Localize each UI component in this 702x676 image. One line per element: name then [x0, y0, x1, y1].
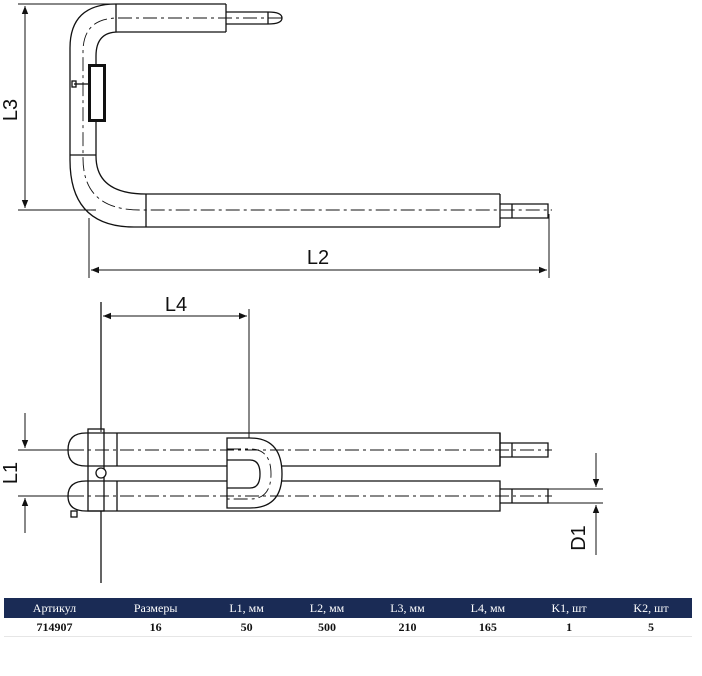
table-header-row: Артикул Размеры L1, мм L2, мм L3, мм L4,… [4, 598, 692, 618]
top-view-heating-element [69, 3, 552, 228]
centerline [82, 17, 552, 211]
dimension-d1 [502, 453, 603, 555]
technical-drawing: L3 L2 L4 [0, 3, 603, 583]
specification-table: Артикул Размеры L1, мм L2, мм L3, мм L4,… [4, 598, 692, 637]
bottom-pin [500, 203, 549, 219]
dimension-l2 [88, 214, 550, 278]
cell-l2: 500 [286, 618, 368, 637]
dimension-label-l1: L1 [0, 462, 22, 484]
upper-tube [67, 432, 501, 467]
cell-l4: 165 [447, 618, 529, 637]
cell-l3: 210 [367, 618, 448, 637]
tube-outline-outer [69, 3, 500, 228]
tube-outline-inner [95, 31, 500, 195]
dimension-label-l2: L2 [307, 247, 329, 269]
dimension-label-l3: L3 [0, 99, 22, 121]
column-header-l2: L2, мм [286, 598, 368, 618]
column-header-k2: K2, шт [610, 598, 692, 618]
column-header-size: Размеры [104, 598, 207, 618]
dimension-l1 [18, 413, 70, 533]
column-header-l4: L4, мм [447, 598, 529, 618]
u-bend-inner [227, 459, 261, 489]
u-bend-outer [226, 437, 283, 509]
dimension-label-l4: L4 [165, 294, 187, 316]
side-view-heating-element [67, 302, 552, 583]
table-row: 714907 16 50 500 210 165 1 5 [4, 618, 692, 637]
dimension-l4 [100, 309, 250, 438]
column-header-article: Артикул [4, 598, 105, 618]
column-header-l3: L3, мм [367, 598, 448, 618]
cell-k1: 1 [528, 618, 611, 637]
dimension-label-d1: D1 [568, 525, 590, 551]
column-header-k1: K1, шт [528, 598, 611, 618]
cell-k2: 5 [610, 618, 692, 637]
cell-size: 16 [104, 618, 207, 637]
cell-l1: 50 [206, 618, 287, 637]
dimension-l3 [18, 3, 116, 211]
column-header-l1: L1, мм [206, 598, 287, 618]
cell-article: 714907 [4, 618, 105, 637]
